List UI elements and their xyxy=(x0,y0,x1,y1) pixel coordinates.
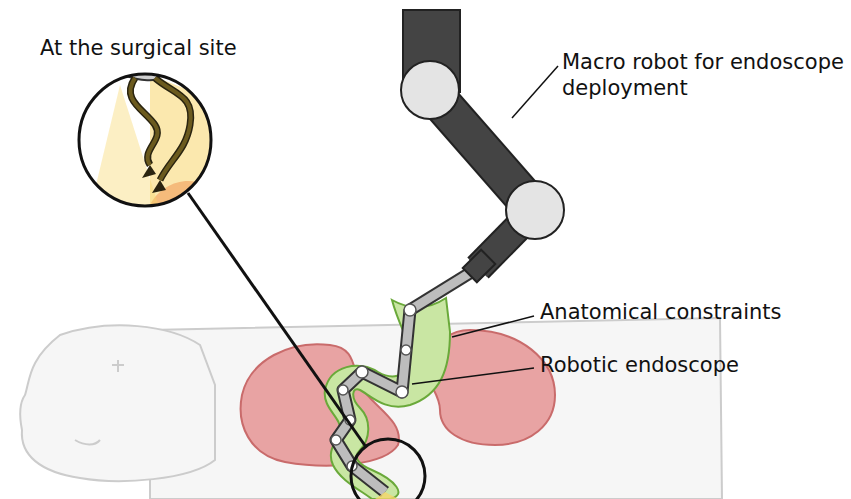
leader-line xyxy=(452,316,534,337)
anatomical-constraint xyxy=(325,298,450,499)
part-label: Anatomical constraints xyxy=(540,300,782,326)
leader-line xyxy=(412,368,534,384)
part-label: Robotic endoscope xyxy=(540,353,739,379)
inset-heading: At the surgical site xyxy=(40,36,237,62)
part-label: Macro robot for endoscope deployment xyxy=(562,50,844,101)
zoom-leader xyxy=(188,193,366,447)
zoom-region xyxy=(351,439,425,499)
macro-robot xyxy=(401,10,564,310)
robotic-endoscope xyxy=(331,304,416,499)
leader-line xyxy=(512,66,558,118)
